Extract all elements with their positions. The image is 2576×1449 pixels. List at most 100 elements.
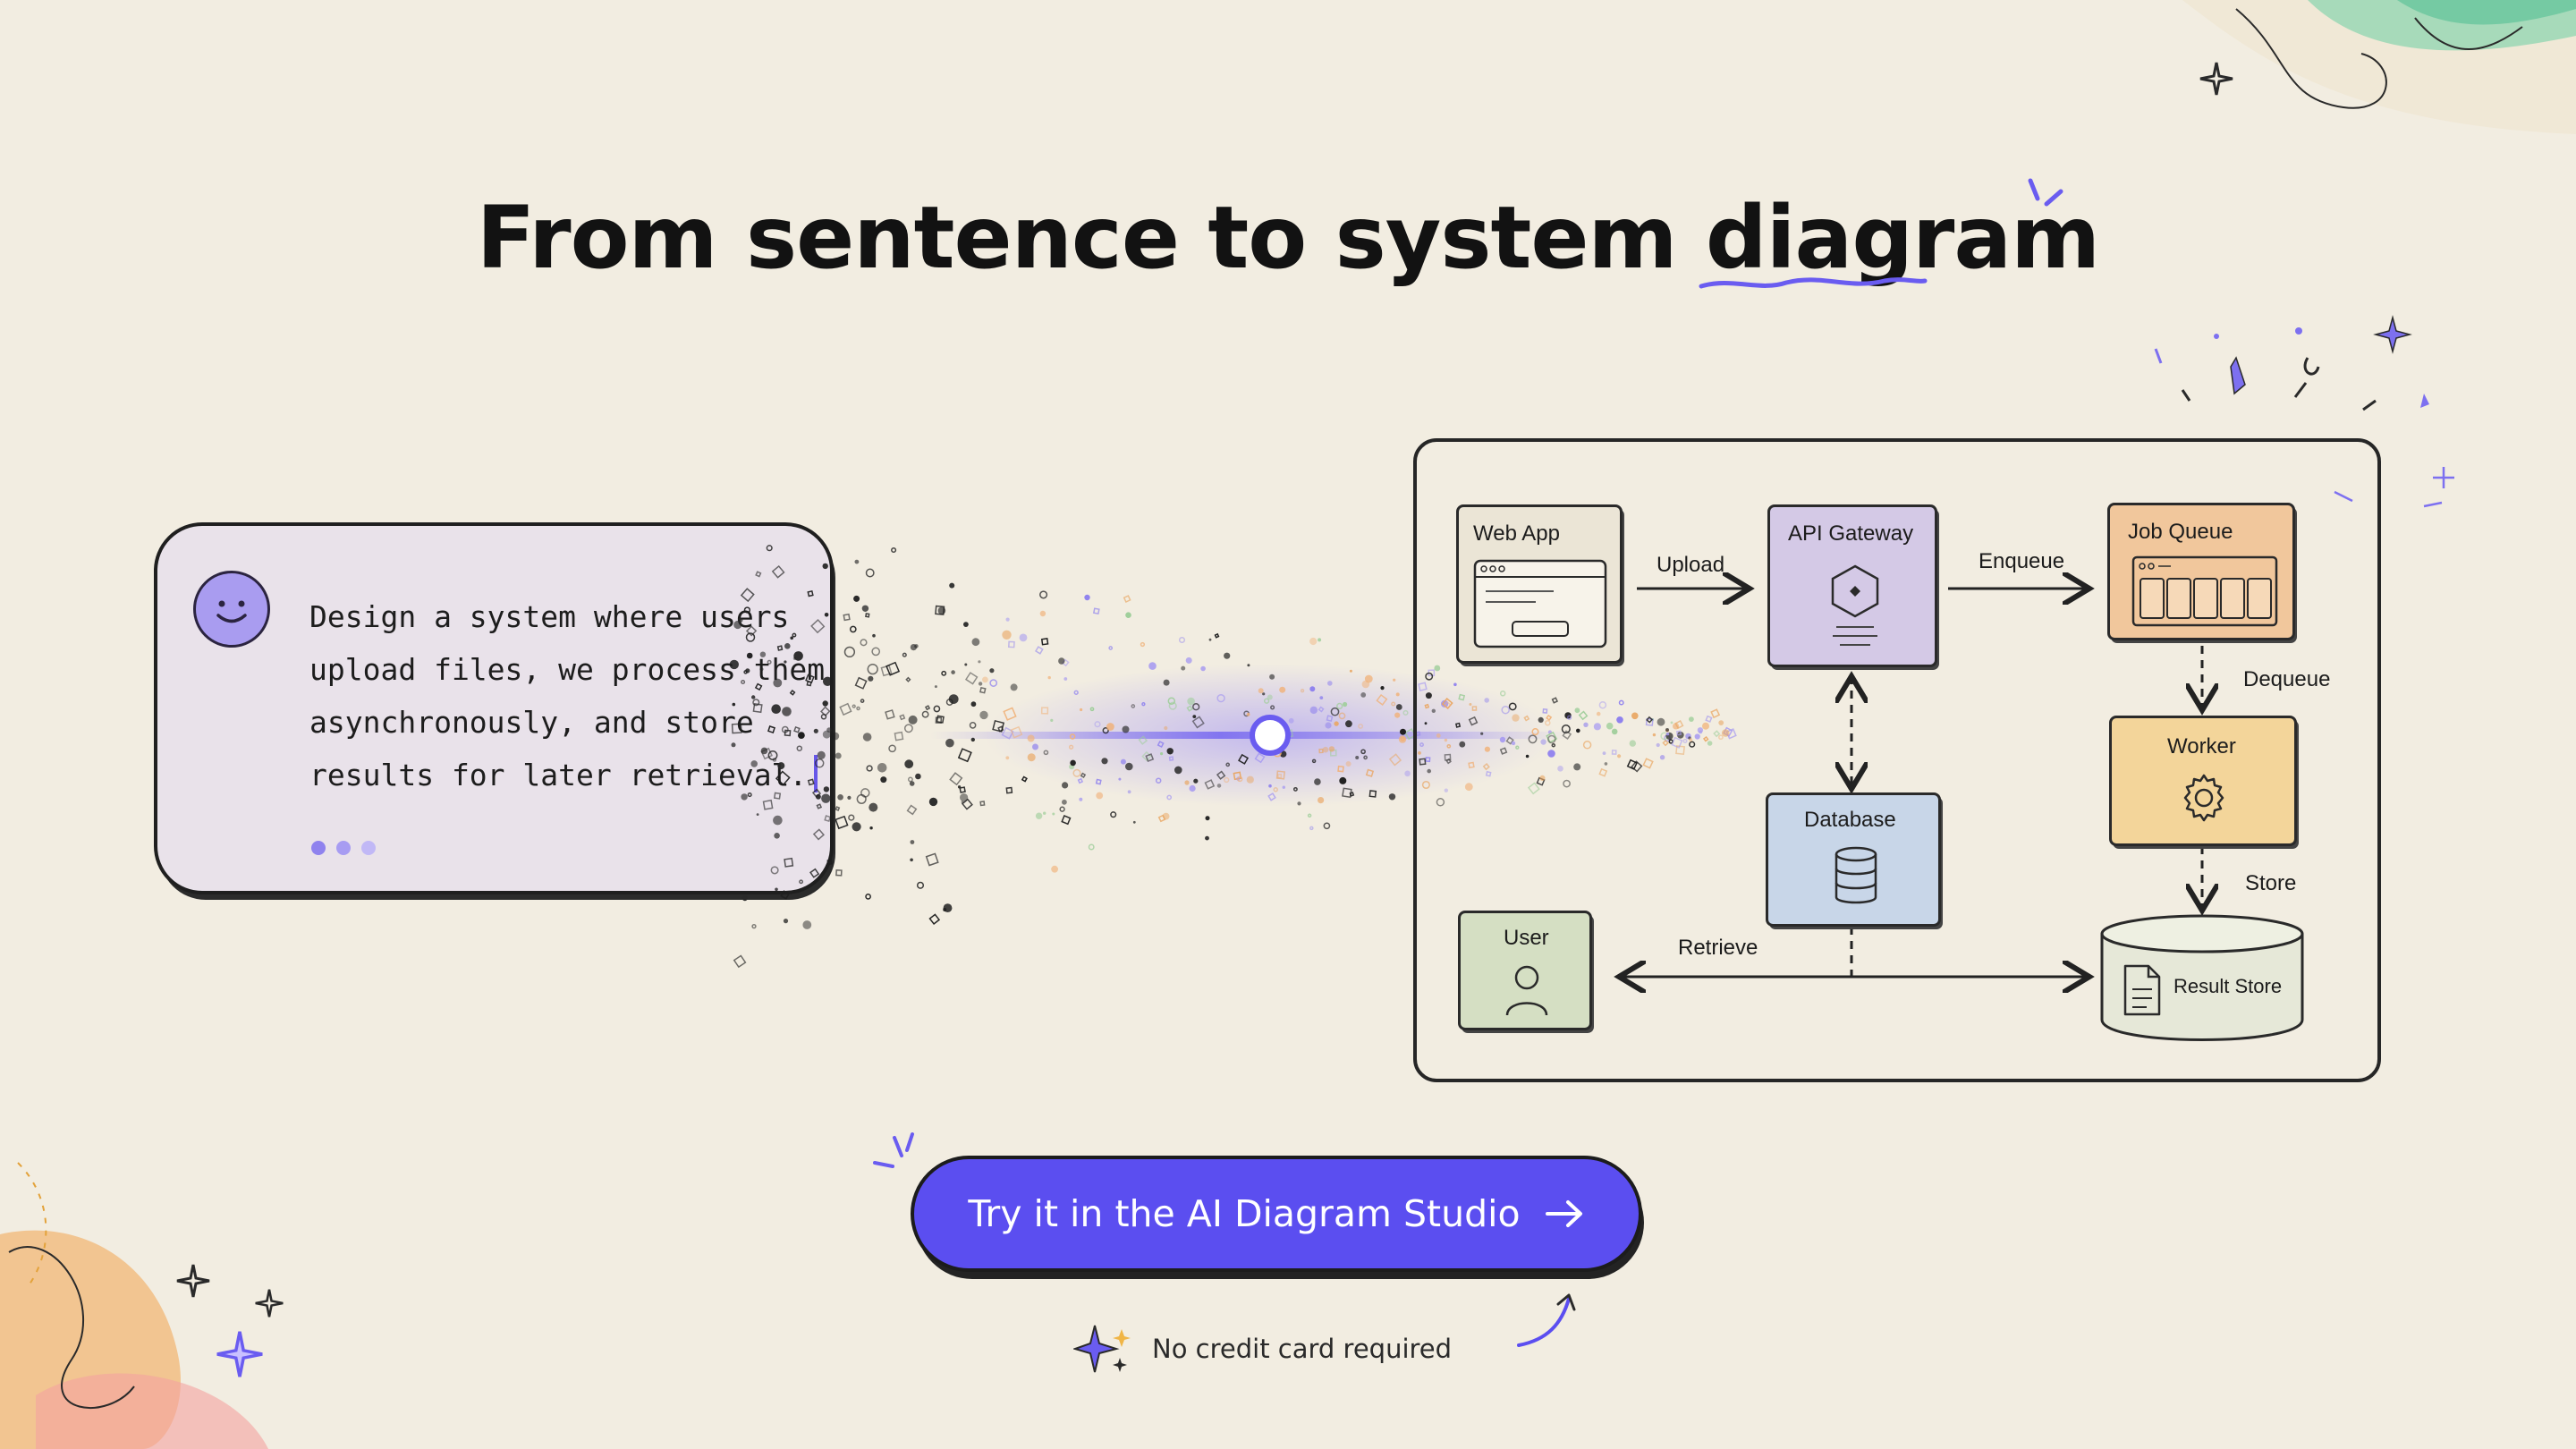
particle: [915, 773, 921, 780]
sparkle-icon: [1073, 1325, 1131, 1373]
particle: [1224, 776, 1230, 784]
particle: [1446, 743, 1452, 749]
edge-label-retrieve: Retrieve: [1678, 936, 1758, 960]
particle: [773, 678, 783, 688]
try-diagram-studio-button[interactable]: Try it in the AI Diagram Studio: [911, 1156, 1642, 1272]
particle: [867, 663, 878, 675]
particle: [899, 714, 906, 721]
particle: [731, 723, 742, 734]
edge-label-dequeue: Dequeue: [2243, 667, 2331, 691]
particle-dots: [729, 545, 1737, 969]
particle: [1617, 754, 1622, 758]
particle: [928, 913, 941, 925]
particle: [1282, 785, 1286, 789]
particle: [1309, 826, 1314, 831]
emphasis-marks-icon: [873, 1132, 914, 1168]
particle: [835, 869, 843, 877]
particle: [1469, 703, 1472, 706]
particle: [1480, 732, 1484, 735]
particle: [894, 731, 904, 741]
particle: [822, 700, 828, 707]
particle: [821, 793, 831, 803]
prompt-text: Design a system where users upload files…: [309, 590, 846, 801]
particle: [799, 879, 804, 885]
particle: [943, 903, 953, 912]
particle: [826, 859, 833, 866]
prompt-card: Design a system where users upload files…: [154, 522, 834, 894]
corner-decoration-bottom-left: [0, 1162, 268, 1449]
particle: [1425, 757, 1431, 763]
node-result-store-label: Result Store: [2174, 975, 2283, 997]
particle: [1069, 733, 1076, 740]
particle: [1318, 748, 1324, 754]
particle: [1376, 693, 1388, 706]
node-api-gateway: API Gateway: [1767, 504, 1937, 667]
particle: [732, 702, 736, 707]
particle: [1662, 739, 1669, 747]
particle: [1611, 728, 1618, 735]
particle: [963, 622, 969, 627]
particle: [934, 685, 937, 689]
particle: [1582, 741, 1592, 750]
particle: [871, 647, 881, 657]
particle: [822, 730, 831, 739]
diagram-frame: [1413, 438, 2381, 1082]
particle: [1300, 689, 1305, 693]
particle: [1557, 766, 1563, 772]
particle: [1027, 734, 1035, 742]
particle: [1123, 595, 1131, 604]
particle: [1160, 752, 1164, 756]
particle: [835, 806, 841, 811]
particle: [1311, 758, 1317, 764]
particle: [1444, 701, 1452, 709]
emphasis-marks-icon: [2028, 178, 2063, 207]
node-result-store: Result Store: [2098, 912, 2306, 1043]
particle: [885, 709, 895, 720]
node-database: Database: [1766, 792, 1941, 927]
particle: [1034, 646, 1044, 655]
particle: [824, 815, 832, 823]
particle: [1705, 715, 1713, 723]
particle: [1419, 742, 1424, 748]
particle: [793, 725, 801, 733]
particle: [854, 676, 868, 690]
particle: [928, 797, 938, 807]
particle: [1051, 865, 1058, 873]
particle: [852, 822, 861, 832]
particle: [1275, 770, 1285, 780]
particle: [1349, 669, 1352, 673]
particle: [933, 705, 941, 713]
particle: [1718, 734, 1724, 741]
beam-node-icon: [1250, 715, 1291, 756]
particle: [1364, 674, 1373, 683]
particle: [759, 651, 767, 657]
particle: [782, 707, 792, 716]
particle: [1531, 728, 1539, 736]
particle: [1062, 782, 1069, 789]
particle: [961, 798, 973, 810]
particle: [1444, 738, 1448, 742]
sparkle-icon: [255, 1289, 284, 1318]
particle: [1110, 811, 1117, 818]
particle: [756, 813, 759, 816]
particle: [1629, 740, 1637, 747]
edge-database-resultstore: [1850, 927, 2089, 977]
particle: [816, 803, 823, 809]
particle: [789, 690, 796, 696]
particle: [767, 659, 772, 665]
particle: [989, 679, 998, 687]
typing-indicator: [311, 841, 376, 855]
particle: [1598, 700, 1607, 709]
cta-note: No credit card required: [1073, 1322, 1452, 1376]
particle: [1166, 748, 1174, 755]
particle: [1062, 799, 1067, 805]
particle: [1088, 843, 1095, 851]
particle: [1538, 716, 1544, 724]
particle: [729, 659, 739, 670]
particle: [961, 801, 964, 804]
particle: [1349, 792, 1355, 797]
underline-squiggle-icon: [1699, 277, 1928, 289]
particle: [1563, 779, 1571, 788]
particle: [921, 710, 929, 718]
particle: [1096, 792, 1104, 800]
